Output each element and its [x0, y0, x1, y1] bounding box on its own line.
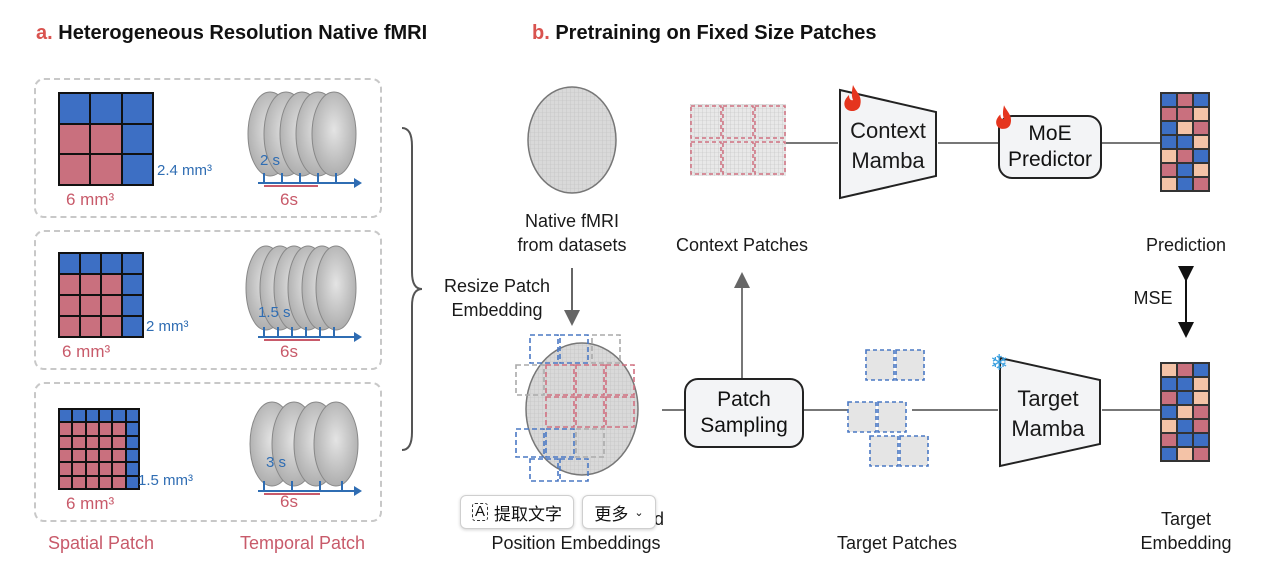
brain-slices-row-3: [249, 401, 359, 487]
panel-b-letter: b.: [532, 22, 550, 44]
native-fmri-label: Native fMRI from datasets: [517, 211, 627, 255]
flame-icon: [994, 104, 1014, 137]
native-fmri-brain: [527, 86, 617, 194]
context-mamba-label: Context Mamba: [850, 118, 926, 173]
resolution-panel-1: [34, 78, 382, 218]
interval-label-1: 2 s: [260, 152, 281, 169]
voxel-size-label-1: 2.4 mm³: [157, 162, 213, 179]
context-mamba-shape: [839, 88, 937, 200]
brace-connector: [401, 127, 423, 451]
interval-label-2: 1.5 s: [258, 304, 291, 321]
embedded-brain-patches: [515, 334, 639, 482]
panel-b-title: b. Pretraining on Fixed Size Patches: [532, 22, 877, 45]
interval-label-3: 3 s: [266, 454, 287, 471]
extract-text-button[interactable]: A 提取文字: [460, 495, 574, 529]
spatial-size-label-3: 6 mm³: [66, 494, 115, 513]
patch-sampling-box: Patch Sampling: [684, 378, 804, 448]
resolution-panel-3: [34, 382, 382, 522]
resize-patch-label: Resize Patch Embedding: [443, 276, 551, 320]
panel-b-title-text: Pretraining on Fixed Size Patches: [555, 22, 877, 44]
target-embedding-grid: [1160, 362, 1210, 462]
temporal-diagrams: [245, 91, 362, 496]
flame-icon: [842, 84, 864, 119]
context-patches-label: Context Patches: [675, 235, 809, 255]
target-mamba-shape: [999, 356, 1101, 468]
spatial-grid-1: [58, 92, 154, 186]
spatial-grid-3: [58, 408, 140, 490]
brain-slices-row-1: [247, 91, 357, 177]
spatial-size-label-2: 6 mm³: [62, 342, 111, 361]
context-patches-grid: [690, 104, 786, 176]
prediction-label: Prediction: [1145, 235, 1227, 255]
text-extract-icon: A: [471, 503, 488, 521]
panel-a-title-text: Heterogeneous Resolution Native fMRI: [58, 22, 428, 44]
window-label-2: 6s: [280, 342, 298, 361]
temporal-patch-caption: Temporal Patch: [240, 533, 366, 553]
mse-label: MSE: [1133, 288, 1173, 308]
spatial-grid-2: [58, 252, 144, 338]
brain-slices-row-2: [245, 245, 357, 331]
more-label: 更多: [594, 504, 629, 524]
chevron-down-icon: ⌄: [634, 506, 644, 519]
target-patches: [847, 349, 929, 467]
target-embedding-label: Target Embedding: [1140, 509, 1232, 553]
voxel-size-label-3: 1.5 mm³: [138, 472, 194, 489]
target-mamba-label: Target Mamba: [1011, 386, 1085, 441]
spatial-size-label-1: 6 mm³: [66, 190, 115, 209]
moe-predictor-box: MoE Predictor: [998, 115, 1102, 179]
resolution-panel-2: [34, 230, 382, 370]
prediction-embedding-grid: [1160, 92, 1210, 192]
position-embedding-label: Position Embeddings: [491, 533, 661, 553]
panel-a-letter: a.: [36, 22, 53, 44]
more-button[interactable]: 更多 ⌄: [582, 495, 656, 529]
panel-a-title: a. Heterogeneous Resolution Native fMRI: [36, 22, 427, 45]
window-label-1: 6s: [280, 190, 298, 209]
voxel-size-label-2: 2 mm³: [146, 318, 189, 335]
spatial-patch-caption: Spatial Patch: [48, 533, 155, 553]
window-label-3: 6s: [280, 492, 298, 511]
target-patches-label: Target Patches: [836, 533, 958, 553]
snowflake-icon: ❄: [990, 350, 1009, 375]
extract-text-label: 提取文字: [494, 504, 562, 524]
